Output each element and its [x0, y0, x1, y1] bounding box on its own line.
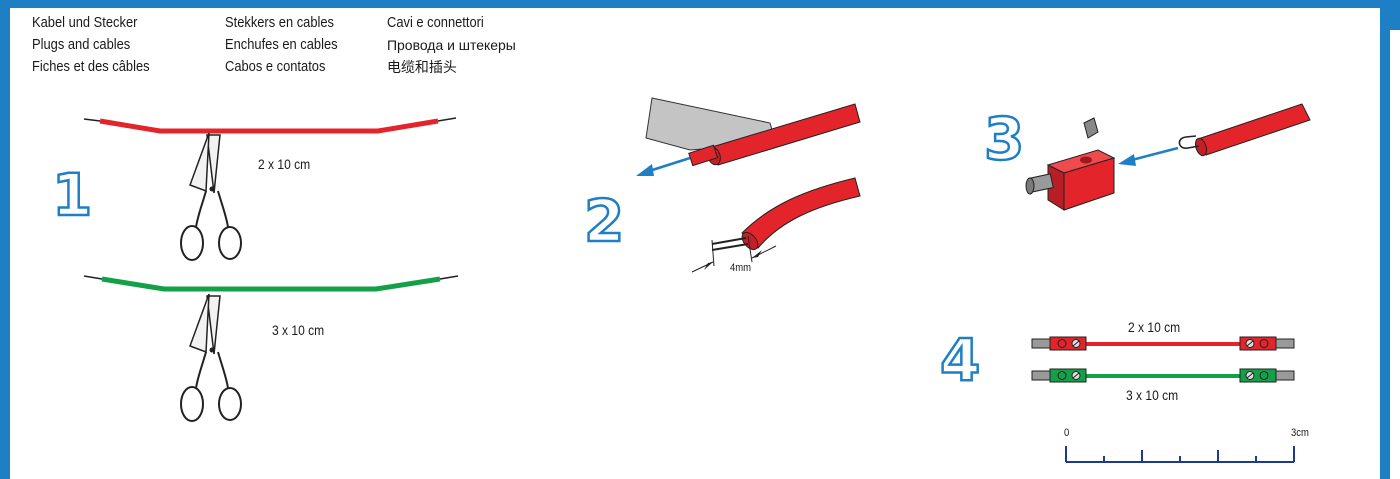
title-dutch: Stekkers en cables: [225, 14, 334, 31]
plug-icon: [1031, 336, 1087, 351]
plug-icon: [1025, 149, 1116, 211]
plug-icon: [1239, 368, 1295, 383]
step-4-number: 4: [939, 326, 982, 394]
step-4-red-length-label: 2 x 10 cm: [1128, 319, 1181, 335]
step-2-strip-length-label: 4mm: [730, 262, 752, 274]
title-column-3: Cavi e connettori Провода и штекеры 电缆和插…: [387, 12, 516, 78]
scale-end-label: 3cm: [1291, 427, 1309, 439]
red-cable-stripped: [741, 177, 861, 249]
title-german: Kabel und Stecker: [32, 14, 138, 31]
step-3-number: 3: [983, 105, 1026, 173]
green-cable-wire-ends: [83, 275, 459, 280]
arrow-icon: [645, 156, 691, 174]
title-english: Plugs and cables: [32, 36, 131, 53]
plug-icon: [1031, 368, 1087, 383]
scale-start-label: 0: [1064, 427, 1070, 439]
title-russian: Провода и штекеры: [387, 37, 516, 53]
title-italian: Cavi e connettori: [387, 14, 484, 31]
scale-ruler: [1065, 446, 1295, 463]
step-4-green-length-label: 3 x 10 cm: [1126, 387, 1179, 403]
title-spanish: Enchufes en cables: [225, 36, 338, 53]
title-column-2: Stekkers en cables Enchufes en cables Ca…: [225, 12, 338, 78]
title-portuguese: Cabos e contatos: [225, 58, 326, 75]
screw-icon: [1083, 117, 1099, 139]
step-1-number: 1: [51, 161, 94, 229]
red-cable: [99, 118, 439, 134]
title-french: Fiches et des câbles: [32, 58, 150, 75]
arrow-icon: [1127, 146, 1179, 163]
step-1-red-length-label: 2 x 10 cm: [258, 156, 311, 172]
step-2-number: 2: [583, 187, 626, 255]
plug-icon: [1239, 336, 1295, 351]
red-cable-wire-ends: [83, 117, 457, 122]
step-1-green-length-label: 3 x 10 cm: [272, 322, 325, 338]
green-cable: [101, 276, 441, 292]
title-column-1: Kabel und Stecker Plugs and cables Fiche…: [32, 12, 150, 78]
title-chinese: 电缆和插头: [387, 59, 457, 75]
